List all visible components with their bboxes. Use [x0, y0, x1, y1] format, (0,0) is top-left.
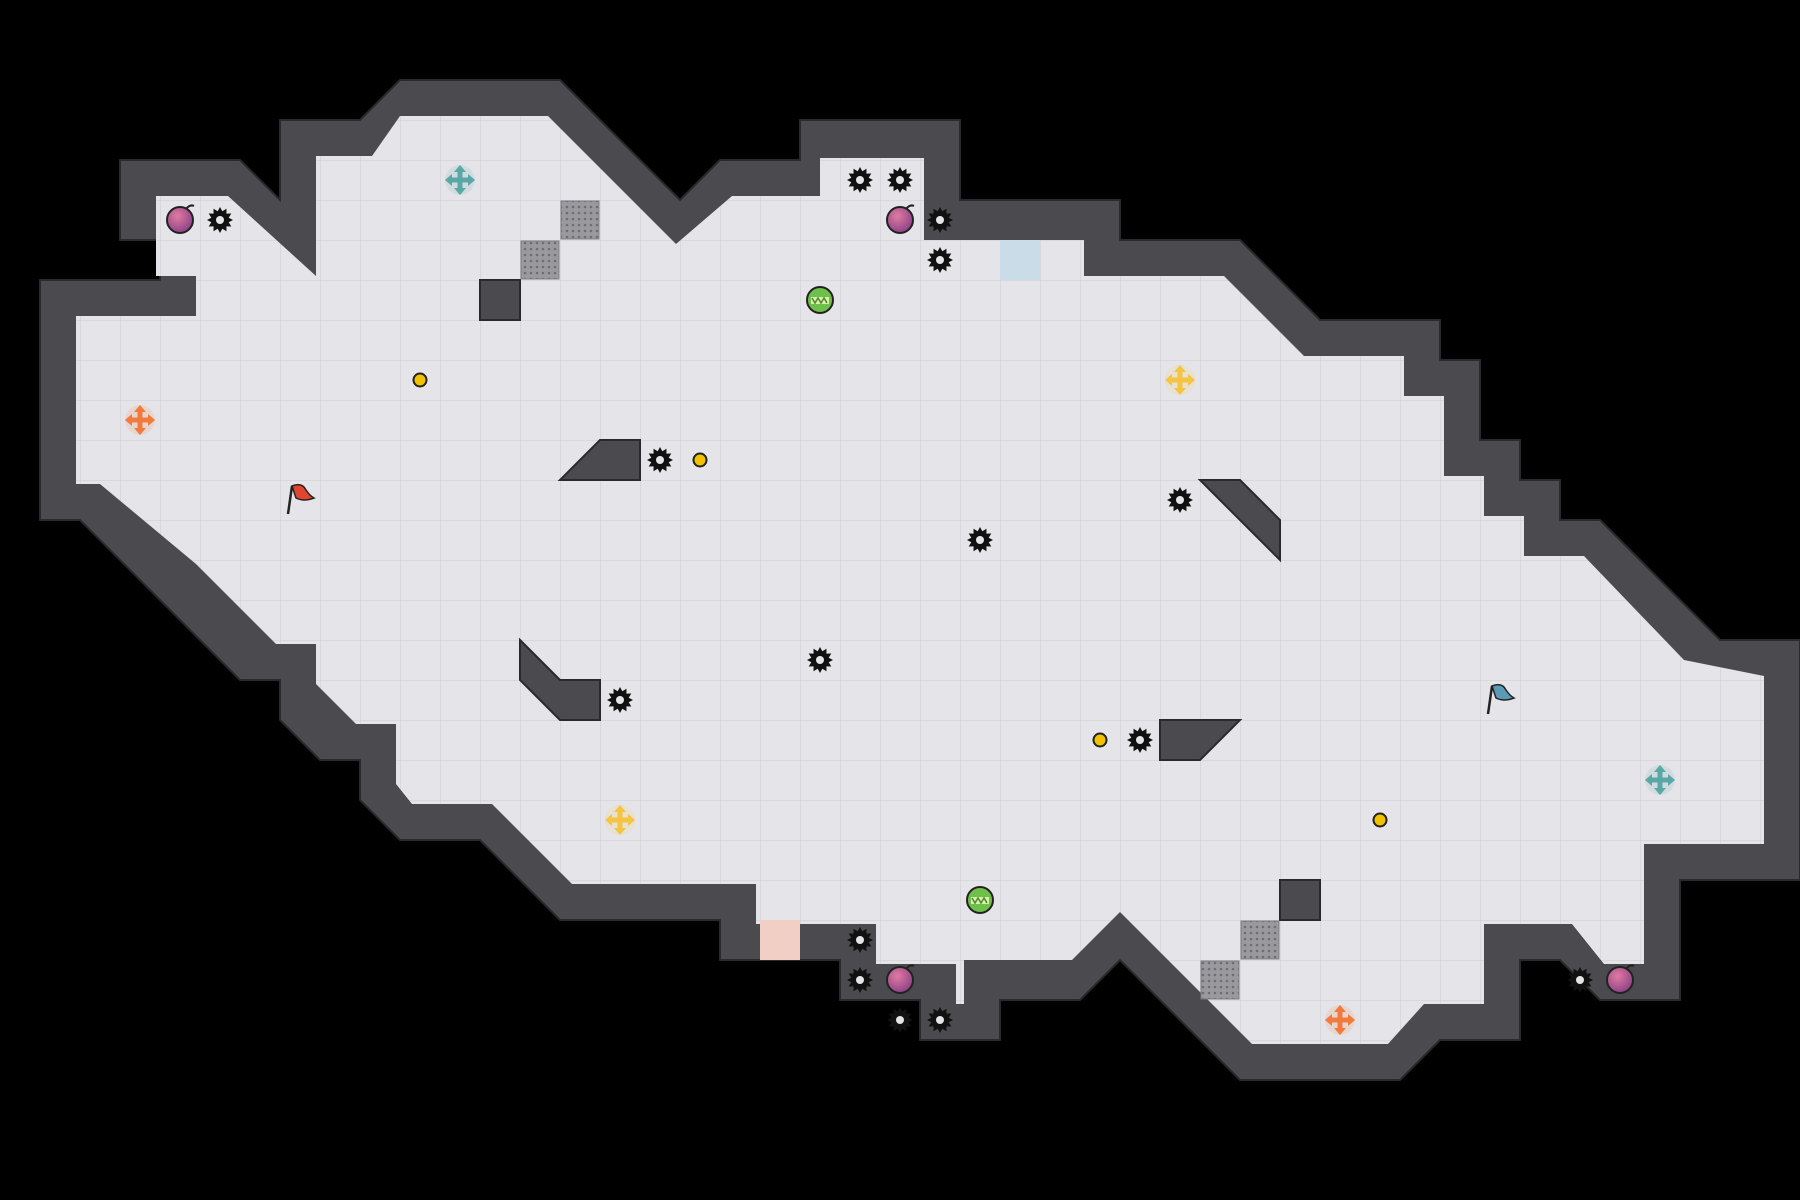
red-flag-icon: [286, 483, 316, 515]
floor-area: [76, 116, 1764, 1044]
bomb-icon: [886, 964, 915, 994]
bomb-icon: [166, 204, 195, 234]
bomb-icon: [886, 204, 915, 234]
inner-wall-segment: [557, 439, 641, 481]
token-icon: [1372, 812, 1388, 828]
spike-icon: [887, 1007, 913, 1033]
gate-tile: [520, 240, 560, 280]
red-base-tile: [760, 920, 800, 960]
spike-icon: [1127, 727, 1153, 753]
spike-icon: [807, 647, 833, 673]
portal-orange-icon: [125, 405, 155, 435]
spike-icon: [647, 447, 673, 473]
wall-block: [479, 279, 521, 321]
floor-tiles: [76, 116, 1764, 1044]
gate-tiles: [520, 200, 1280, 1000]
spike-icon: [207, 207, 233, 233]
spike-icon: [1167, 487, 1193, 513]
spike-icon: [927, 247, 953, 273]
spike-icon: [887, 167, 913, 193]
gate-tile: [560, 200, 600, 240]
booster-icon: [806, 286, 834, 314]
spike-icon: [1567, 967, 1593, 993]
portal-orange-icon: [1325, 1005, 1355, 1035]
spike-icon: [847, 967, 873, 993]
spike-icon: [607, 687, 633, 713]
gate-tile: [1240, 920, 1280, 960]
portal-teal-icon: [445, 165, 475, 195]
blue-flag-icon: [1486, 683, 1516, 715]
inner-walls: [479, 279, 1321, 921]
token-icon: [1092, 732, 1108, 748]
spike-icon: [847, 927, 873, 953]
inner-wall-segment: [519, 637, 601, 721]
token-icon: [692, 452, 708, 468]
map-objects: [125, 165, 1675, 1035]
spike-icon: [927, 207, 953, 233]
blue-base-tile: [1000, 240, 1040, 280]
bomb-icon: [1606, 964, 1635, 994]
booster-icon: [966, 886, 994, 914]
base-tiles: [760, 240, 1040, 960]
inner-wall-segment: [1159, 719, 1243, 761]
spike-icon: [847, 167, 873, 193]
inner-wall-segment: [1197, 479, 1281, 563]
spike-icon: [967, 527, 993, 553]
wall-block: [1279, 879, 1321, 921]
portal-teal-icon: [1645, 765, 1675, 795]
token-icon: [412, 372, 428, 388]
spike-icon: [927, 1007, 953, 1033]
portal-yellow-icon: [605, 805, 635, 835]
portal-yellow-icon: [1165, 365, 1195, 395]
gate-tile: [1200, 960, 1240, 1000]
